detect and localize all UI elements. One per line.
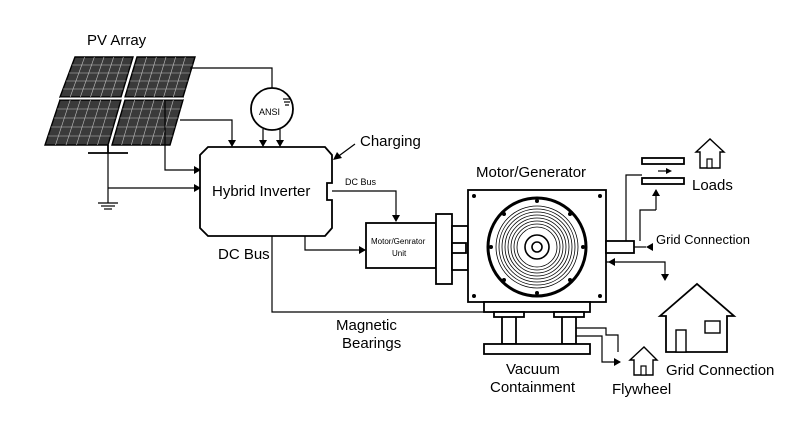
- wire-dc-bus-to-bearings: [271, 236, 494, 313]
- arrow-ansi-1: [259, 140, 267, 147]
- ground-icon: [98, 153, 118, 210]
- loads-up-arrow-head: [652, 189, 660, 196]
- grid-connection-right-label: Grid Connection: [656, 232, 750, 247]
- flywheel-hub-inner: [531, 241, 543, 253]
- loads-arrow-head: [666, 168, 672, 174]
- flywheel-label: Flywheel: [612, 381, 671, 398]
- motor-generator-unit-label-line2: Unit: [392, 249, 407, 258]
- pv-array-label: PV Array: [87, 32, 147, 49]
- vacuum-base: [483, 343, 591, 355]
- wire-inverter-to-unit: [304, 236, 365, 251]
- wire-to-flywheel: [576, 327, 619, 352]
- pv-panel-bottom-left: [44, 99, 122, 146]
- magnetic-bearings-label-line2: Bearings: [342, 335, 401, 352]
- wire-loads-down: [639, 209, 656, 241]
- motor-generator-unit-label-line1: Motor/Genrator: [371, 237, 426, 246]
- wire-pv-to-ansi: [190, 67, 273, 88]
- pv-panel-top-left: [58, 56, 134, 98]
- support-cap-right: [553, 311, 585, 318]
- ansi-label: ANSI: [259, 107, 280, 117]
- pv-array: [44, 56, 196, 154]
- magnetic-bearings-label-line1: Magnetic: [336, 317, 397, 334]
- wire-pv-to-inverter-1: [180, 119, 233, 146]
- grid-house-left-arrow: [608, 258, 615, 266]
- hybrid-inverter-label: Hybrid Inverter: [212, 183, 310, 200]
- flywheel-house-icon: [628, 346, 659, 376]
- hybrid-inverter-box: [199, 146, 333, 237]
- vacuum-containment-label-line2: Containment: [490, 379, 576, 396]
- pv-cell-grid: [48, 56, 193, 146]
- loads-house-icon: [694, 138, 726, 169]
- grid-house-icon: [657, 282, 737, 353]
- grid-house-arrow-head: [661, 274, 669, 281]
- coupling-flange-left: [435, 213, 453, 285]
- shaft-right: [605, 240, 635, 254]
- wire-to-loads: [625, 174, 642, 241]
- support-cap-left: [493, 311, 525, 318]
- flywheel-rotor-rings: [495, 205, 579, 289]
- loads-terminal-top: [641, 157, 685, 165]
- charging-label: Charging: [360, 133, 421, 150]
- grid-right-arrow-head: [646, 243, 653, 251]
- housing-base-plate: [483, 301, 591, 313]
- vacuum-containment-label-line1: Vacuum: [506, 361, 560, 378]
- wire-pv-to-inverter-2: [164, 100, 200, 171]
- arrow-dc-bus-top: [392, 215, 400, 222]
- loads-terminal-bottom: [641, 177, 685, 185]
- flywheel-arrow-head: [614, 358, 621, 366]
- arrow-pv-2: [194, 166, 201, 174]
- arrow-inverter-to-unit: [359, 246, 366, 254]
- dc-bus-top-label: DC Bus: [345, 177, 377, 187]
- wire-to-flywheel-2: [576, 335, 620, 363]
- charging-arrow-head: [333, 152, 342, 160]
- motor-generator-label: Motor/Generator: [476, 164, 586, 181]
- arrow-ansi-2: [276, 140, 284, 147]
- dc-bus-left-label: DC Bus: [218, 246, 270, 263]
- shaft-left-thin: [451, 242, 467, 254]
- grid-connection-bottom-label: Grid Connection: [666, 362, 774, 379]
- wire-dc-bus-top: [332, 190, 397, 221]
- arrow-pv-1: [228, 140, 236, 147]
- arrow-ground: [194, 184, 201, 192]
- motor-generator-unit-box: [365, 222, 437, 269]
- loads-label: Loads: [692, 177, 733, 194]
- flywheel-bolts: [472, 194, 602, 298]
